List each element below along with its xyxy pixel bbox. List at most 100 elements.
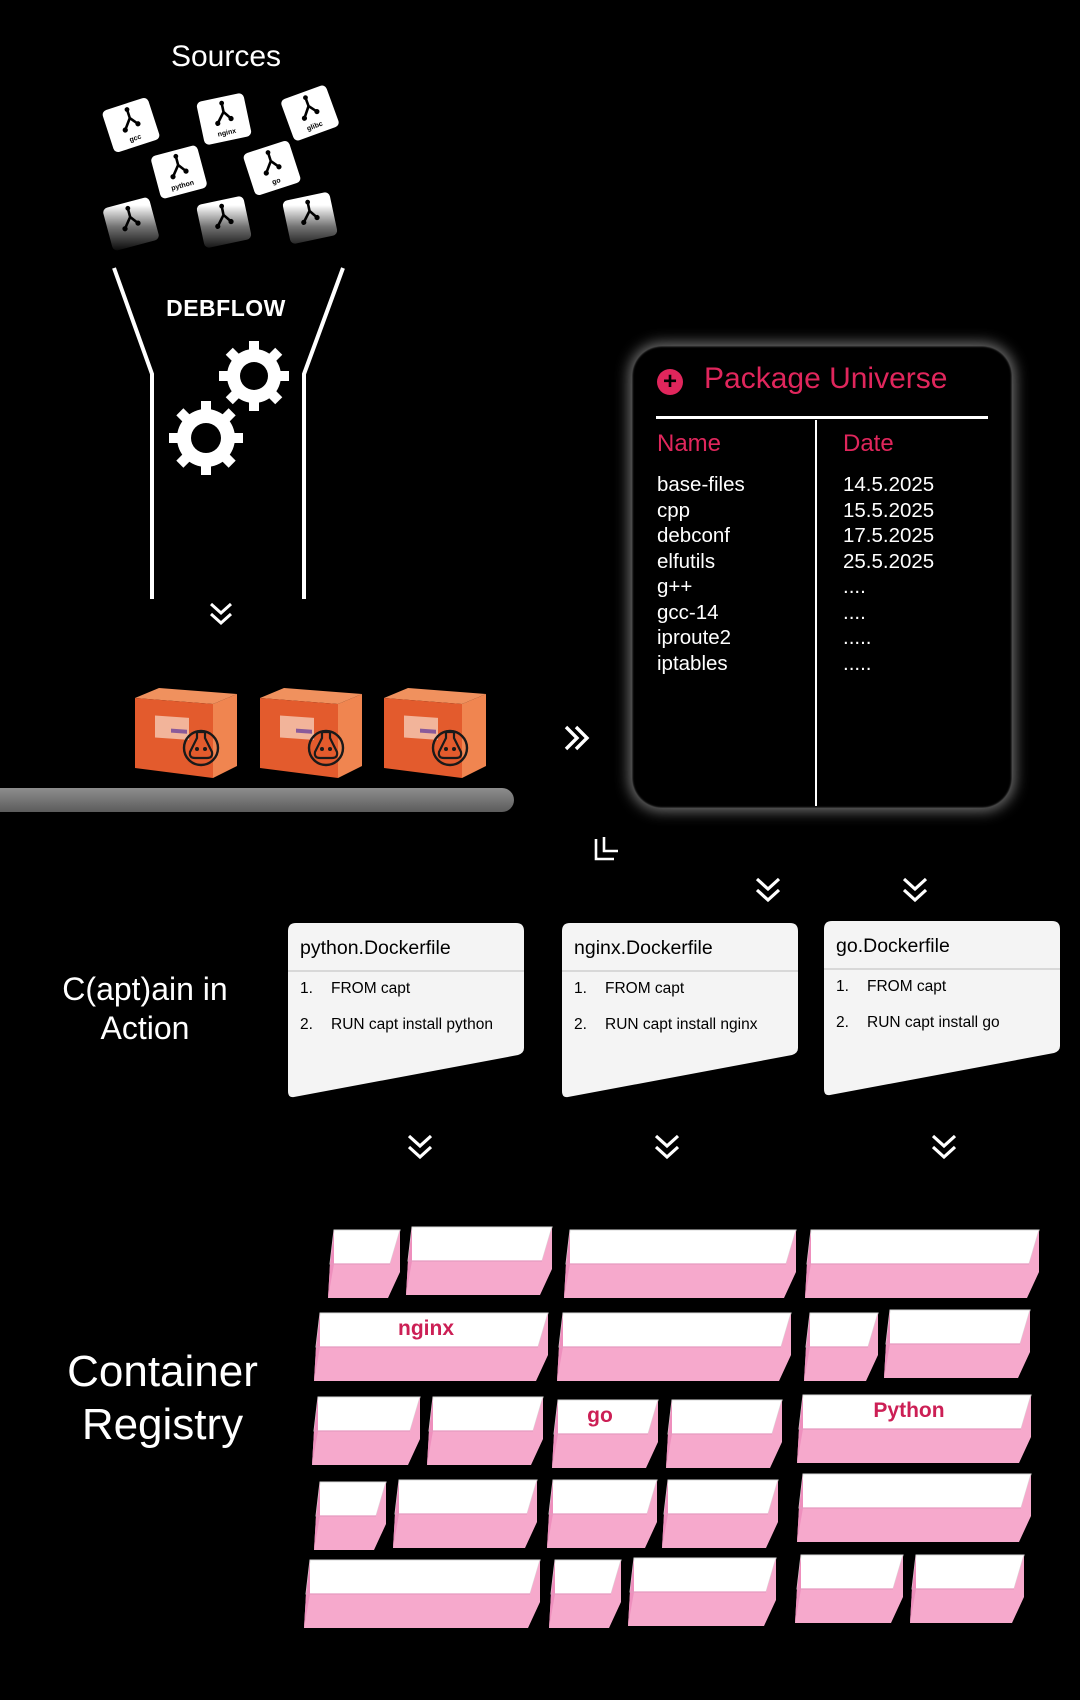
chevron-double-down-left-icon [594, 837, 618, 861]
chevron-double-down-icon [931, 1134, 957, 1160]
dockerfile-card: python.Dockerfile 1.FROM capt 2. RUN capt i… [288, 923, 524, 1098]
package-universe-panel [632, 346, 1012, 808]
git-branch-icon [122, 107, 141, 133]
line-text: RUN capt install nginx [605, 1016, 758, 1033]
container-image-block [662, 1479, 779, 1548]
container-image-block [628, 1557, 777, 1626]
container-image-block [805, 1229, 1040, 1298]
container-image-block [666, 1399, 783, 1468]
container-image-block [884, 1309, 1031, 1378]
plus-icon: + [657, 369, 683, 395]
dockerfile-title: nginx.Dockerfile [574, 937, 713, 959]
container-image-block [797, 1473, 1032, 1542]
package-box-icon [260, 688, 362, 778]
container-image-block [797, 1394, 1032, 1463]
line-text: FROM capt [331, 980, 411, 997]
source-card-label: gcc [128, 133, 143, 144]
chevron-double-down-icon [902, 877, 928, 903]
line-text: FROM capt [867, 978, 947, 995]
package-name: cpp [657, 498, 691, 522]
line-number: 2. [836, 1014, 849, 1031]
package-name: debconf [657, 524, 730, 547]
gear-icon [219, 341, 289, 411]
chevron-double-down-icon [755, 877, 781, 903]
gear-icon [169, 401, 243, 475]
git-branch-icon [215, 100, 234, 126]
dockerfile-card: go.Dockerfile 1. FROM capt 2. RUN capt insta… [824, 921, 1060, 1096]
chevron-double-right-icon [564, 725, 590, 751]
line-text: FROM capt [605, 980, 685, 997]
source-card-label: python [170, 179, 195, 193]
package-date: .... [843, 575, 866, 598]
container-image-block [393, 1479, 538, 1548]
dockerfile-card: nginx.Dockerfile 1. FROM capt 2. RUN capt in… [562, 923, 798, 1098]
captain-title-line1: C(apt)ain in [62, 971, 228, 1007]
git-branch-icon [301, 95, 320, 121]
container-image-block [547, 1479, 658, 1548]
chevron-double-down-icon [654, 1134, 680, 1160]
container-image-block [910, 1554, 1025, 1623]
dockerfile-line: 1. FROM capt [574, 980, 684, 998]
sources-fade [100, 205, 350, 253]
package-universe-title: Package Universe [704, 362, 948, 395]
container-image-block [557, 1312, 792, 1381]
registry-title: Container Registry [40, 1345, 285, 1451]
line-number: 1. [574, 980, 587, 997]
debflow-label: DEBFLOW [166, 295, 286, 321]
divider [656, 416, 988, 419]
package-date: 15.5.2025 [843, 498, 935, 522]
dockerfile-line: 2. RUN capt install python [300, 1016, 493, 1034]
package-name: gcc-14 [657, 600, 719, 624]
package-date: .... [843, 600, 866, 624]
git-branch-icon [170, 153, 189, 180]
line-text: RUN capt install go [867, 1014, 1000, 1031]
source-card: python [150, 144, 208, 200]
captain-title-line2: Action [100, 1010, 190, 1046]
container-image-block [304, 1559, 541, 1628]
package-date: 25.5.2025 [843, 549, 935, 573]
dockerfile-card-shape [288, 923, 524, 1098]
registry-image-label: nginx [398, 1317, 454, 1340]
conveyor-belt [0, 788, 514, 812]
line-number: 2. [300, 1016, 313, 1033]
registry-image-label: Python [873, 1399, 945, 1422]
line-number: 1. [836, 978, 849, 995]
chevron-double-down-icon [209, 602, 233, 626]
chevron-double-down-icon [407, 1134, 433, 1160]
package-date: ..... [843, 626, 872, 649]
source-card: go [242, 139, 302, 197]
container-image-block [328, 1229, 401, 1298]
dockerfile-card-shape [824, 921, 1060, 1096]
container-image-block [564, 1229, 797, 1298]
dockerfile-line: 2. RUN capt install nginx [574, 1016, 757, 1034]
container-image-block [314, 1312, 549, 1381]
dockerfile-line: 1.FROM capt [300, 980, 410, 998]
dockerfile-title: python.Dockerfile [300, 937, 451, 959]
container-image-block [795, 1554, 904, 1623]
column-header-name: Name [657, 430, 722, 457]
sources-title: Sources [170, 40, 282, 73]
package-name: iproute2 [657, 626, 732, 649]
line-text: RUN capt install python [331, 1016, 493, 1033]
package-name: elfutils [657, 549, 716, 573]
registry-image-label: go [587, 1404, 613, 1427]
package-name: iptables [657, 651, 728, 675]
line-number: 2. [574, 1016, 587, 1033]
source-card-label: go [271, 177, 282, 187]
container-image-block [549, 1559, 622, 1628]
source-card: nginx [195, 92, 253, 146]
container-image-block [406, 1226, 553, 1295]
debflow-funnel [112, 267, 345, 599]
container-image-block [312, 1396, 421, 1465]
source-card: glibc [279, 84, 341, 142]
package-box-icon [135, 688, 237, 778]
column-header-date: Date [843, 430, 894, 457]
package-name: base-files [657, 473, 745, 496]
package-box-icon [384, 688, 486, 778]
dockerfile-line: 2. RUN capt install go [836, 1014, 1000, 1032]
dockerfile-title: go.Dockerfile [836, 935, 950, 957]
git-branch-icon [263, 150, 282, 176]
dockerfile-line: 1. FROM capt [836, 978, 946, 996]
